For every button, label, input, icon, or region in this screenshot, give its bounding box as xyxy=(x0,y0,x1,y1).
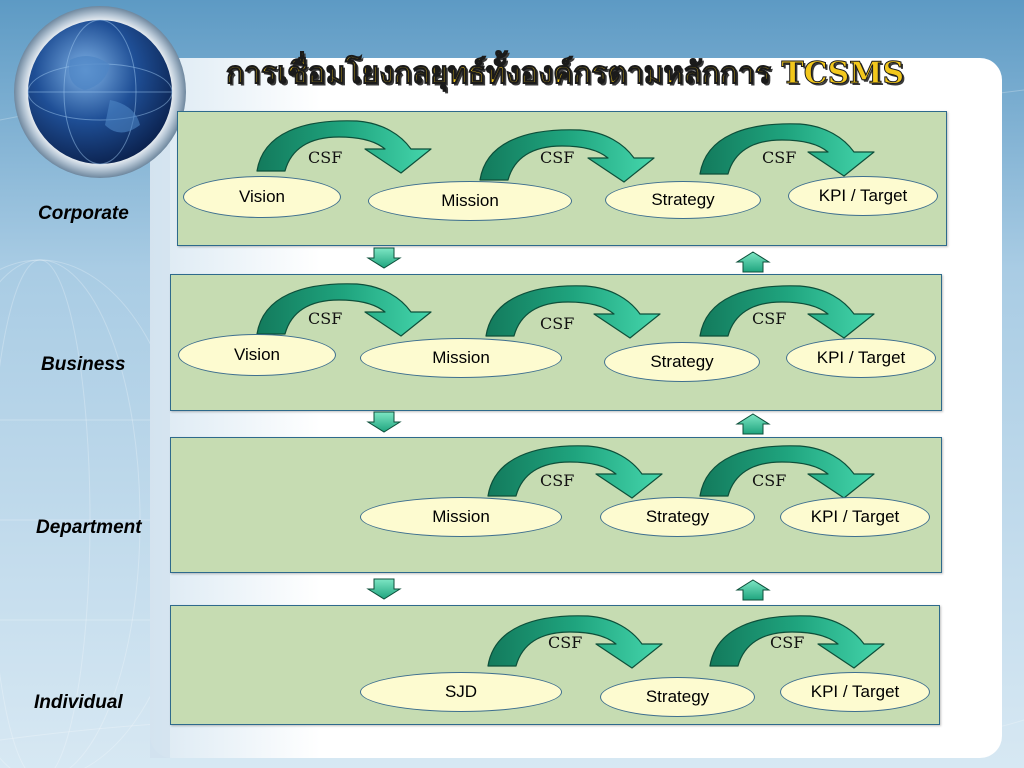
curved-arrow-icon xyxy=(698,440,878,500)
csf-label: CSF xyxy=(752,309,787,328)
node-kpi-target: KPI / Target xyxy=(780,672,930,712)
curved-arrow-icon xyxy=(486,440,666,500)
node-sjd: SJD xyxy=(360,672,562,712)
curved-arrow-icon xyxy=(255,278,435,338)
csf-label: CSF xyxy=(540,148,575,167)
down-arrow-icon xyxy=(366,578,402,600)
down-arrow-icon xyxy=(366,411,402,433)
node-kpi-target: KPI / Target xyxy=(786,338,936,378)
node-mission: Mission xyxy=(368,181,572,221)
curved-arrow-icon xyxy=(698,280,878,340)
up-arrow-icon xyxy=(735,251,771,273)
csf-label: CSF xyxy=(762,148,797,167)
csf-label: CSF xyxy=(540,314,575,333)
node-mission: Mission xyxy=(360,497,562,537)
node-strategy: Strategy xyxy=(605,181,761,219)
up-arrow-icon xyxy=(735,413,771,435)
csf-label: CSF xyxy=(548,633,583,652)
up-arrow-icon xyxy=(735,579,771,601)
node-kpi-target: KPI / Target xyxy=(788,176,938,216)
slide-title: การเชื่อมโยงกลยุทธ์ทั้งองค์กรตามหลักการ … xyxy=(225,56,905,92)
node-vision: Vision xyxy=(183,176,341,218)
csf-label: CSF xyxy=(308,148,343,167)
level-label-corporate: Corporate xyxy=(38,203,129,224)
csf-label: CSF xyxy=(770,633,805,652)
node-strategy: Strategy xyxy=(600,677,755,717)
curved-arrow-icon xyxy=(255,115,435,175)
node-kpi-target: KPI / Target xyxy=(780,497,930,537)
csf-label: CSF xyxy=(752,471,787,490)
down-arrow-icon xyxy=(366,247,402,269)
level-label-business: Business xyxy=(41,354,126,375)
node-strategy: Strategy xyxy=(604,342,760,382)
level-label-individual: Individual xyxy=(34,692,123,713)
csf-label: CSF xyxy=(308,309,343,328)
node-mission: Mission xyxy=(360,338,562,378)
node-vision: Vision xyxy=(178,334,336,376)
node-strategy: Strategy xyxy=(600,497,755,537)
level-label-department: Department xyxy=(36,517,142,538)
csf-label: CSF xyxy=(540,471,575,490)
